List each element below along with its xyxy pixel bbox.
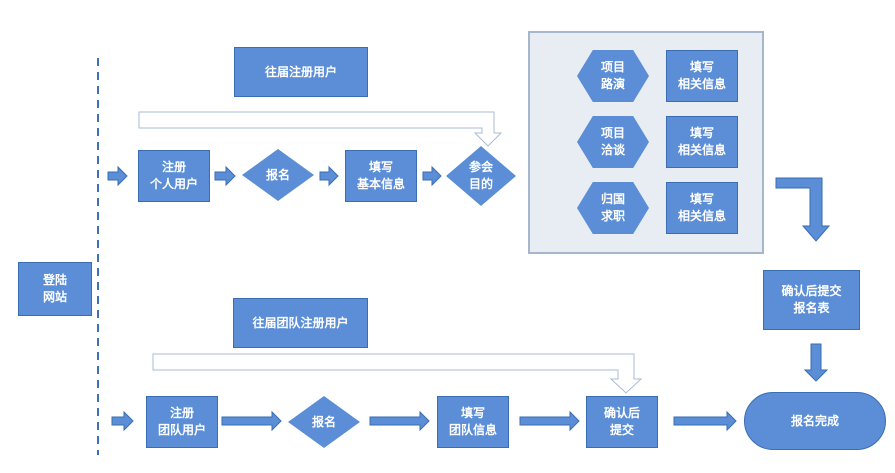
arrow-to-signup-personal xyxy=(214,165,236,187)
fill-basic-node: 填写 基本信息 xyxy=(345,150,417,202)
confirm-submit-node: 确认后 提交 xyxy=(586,396,658,448)
project-talk-node: 项目 洽谈 xyxy=(577,116,649,168)
signup-done-node: 报名完成 xyxy=(744,392,886,450)
arrow-panel-to-confirm-form xyxy=(775,177,831,242)
arrow-to-confirm-submit xyxy=(519,410,580,432)
arrow-returning-user-to-purpose xyxy=(138,111,503,147)
arrow-to-signup-team xyxy=(221,410,282,432)
returning-user-node: 往届注册用户 xyxy=(234,47,368,97)
arrow-to-fill-team xyxy=(369,410,430,432)
fill-job-node: 填写 相关信息 xyxy=(666,182,738,234)
register-team-node: 注册 团队用户 xyxy=(146,396,218,448)
fill-team-node: 填写 团队信息 xyxy=(437,396,509,448)
arrow-into-register-team xyxy=(111,410,134,432)
arrow-to-signup-done xyxy=(673,410,737,432)
arrow-to-fill-basic xyxy=(319,165,339,187)
returning-team-user-node: 往届团队注册用户 xyxy=(233,298,368,348)
fill-roadshow-node: 填写 相关信息 xyxy=(666,50,738,102)
arrow-to-purpose xyxy=(422,165,442,187)
arrow-returning-team-to-confirm xyxy=(152,353,643,394)
arrow-confirm-form-to-done xyxy=(803,343,829,382)
register-personal-node: 注册 个人用户 xyxy=(138,150,210,202)
project-roadshow-node: 项目 路演 xyxy=(577,50,649,102)
confirm-submit-form-node: 确认后提交 报名表 xyxy=(763,270,860,330)
login-node: 登陆 网站 xyxy=(18,262,92,316)
job-return-node: 归国 求职 xyxy=(577,182,649,234)
arrow-into-register-personal xyxy=(107,165,128,187)
fill-talk-node: 填写 相关信息 xyxy=(666,116,738,168)
